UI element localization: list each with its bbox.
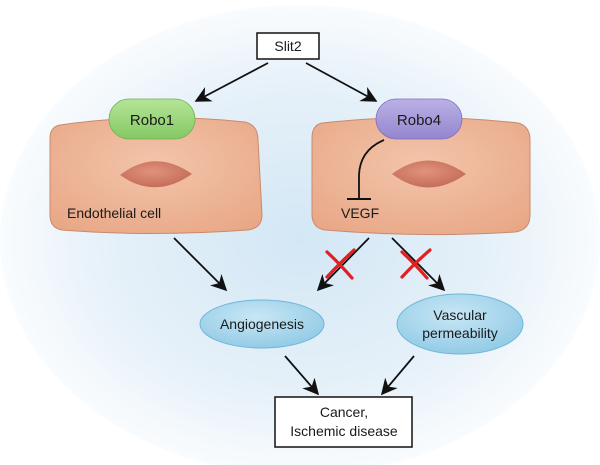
block-mark-angiogenesis [325, 248, 356, 280]
vascular-permeability-label-line1: Vascular [433, 307, 487, 323]
outcome-label-line1: Cancer, [320, 404, 368, 420]
outcome-label-line2: Ischemic disease [290, 423, 398, 439]
angiogenesis-node [199, 299, 325, 349]
background-glow [0, 5, 600, 465]
arrow-slit2-robo1 [194, 62, 269, 102]
slit2-label: Slit2 [274, 38, 301, 54]
robo1-label: Robo1 [130, 112, 174, 129]
robo4-receptor [375, 98, 463, 140]
outcome-box [274, 396, 413, 448]
inhibit-robo4-vegf [358, 139, 385, 198]
robo4-label: Robo4 [397, 112, 441, 129]
vascular-permeability-node [396, 293, 524, 355]
angiogenesis-label: Angiogenesis [220, 316, 304, 332]
endothelial-cell-label: Endothelial cell [67, 205, 161, 221]
block-mark-permeability [400, 248, 432, 280]
arrow-permeability-outcome [380, 355, 415, 396]
nucleus-right [392, 160, 466, 188]
robo1-receptor [108, 98, 196, 140]
nucleus-left [120, 161, 192, 188]
vascular-permeability-label-line2: permeability [422, 325, 497, 341]
arrow-vegf-angiogenesis [316, 237, 370, 292]
arrow-cell-angiogenesis [173, 237, 228, 292]
arrow-slit2-robo4 [305, 62, 378, 102]
arrow-vegf-permeability [391, 237, 446, 292]
vegf-label: VEGF [341, 205, 379, 221]
arrow-angiogenesis-outcome [284, 355, 320, 396]
slit2-box [256, 32, 320, 60]
